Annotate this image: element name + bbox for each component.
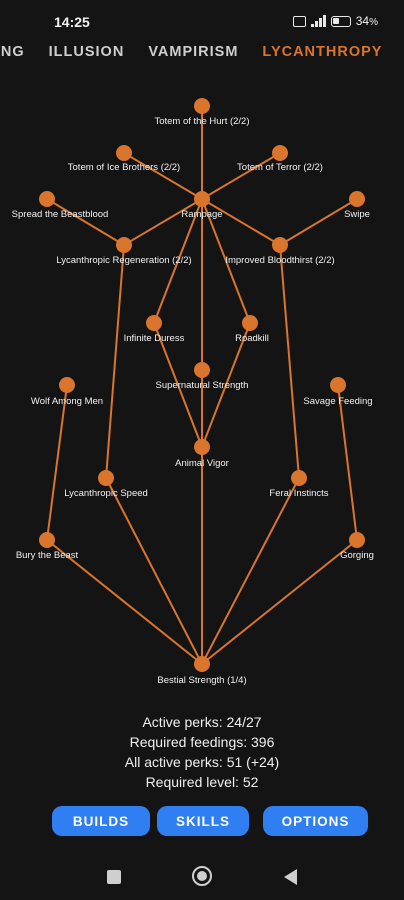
options-button[interactable]: OPTIONS [263, 806, 368, 836]
required-level-text: Required level: 52 [145, 774, 259, 790]
perk-connection-line [201, 152, 281, 200]
perk-connection-line [279, 244, 300, 479]
perk-label: Infinite Duress [124, 333, 185, 344]
perk-connection-line [123, 152, 203, 200]
perk-label: Roadkill [235, 333, 269, 344]
perk-node[interactable] [194, 439, 210, 455]
tab-lycanthropy[interactable]: LYCANTHROPY [262, 44, 383, 60]
perk-connection-line [123, 198, 203, 246]
perk-connection-line [337, 384, 358, 541]
perk-node[interactable] [272, 145, 288, 161]
perk-node[interactable] [194, 98, 210, 114]
perk-node[interactable] [194, 191, 210, 207]
perk-node[interactable] [194, 362, 210, 378]
builds-button[interactable]: BUILDS [52, 806, 150, 836]
perk-label: Improved Bloodthirst (2/2) [225, 255, 334, 266]
perk-label: Totem of the Hurt (2/2) [154, 116, 249, 127]
perk-node[interactable] [194, 656, 210, 672]
all-active-perks-text: All active perks: 51 (+24) [124, 754, 280, 770]
perk-connection-line [46, 384, 68, 541]
perk-label: Rampage [181, 209, 222, 220]
tab-illusion[interactable]: ILLUSION [48, 44, 125, 60]
home-icon[interactable] [192, 866, 212, 886]
perk-label: Spread the Beastblood [12, 209, 109, 220]
status-time: 14:25 [54, 14, 90, 30]
perk-connection-line [201, 477, 300, 665]
perk-node[interactable] [272, 237, 288, 253]
recents-icon[interactable] [107, 870, 121, 884]
battery-level: 34% [355, 14, 378, 28]
perk-node[interactable] [146, 315, 162, 331]
perk-node[interactable] [116, 237, 132, 253]
perk-stats: Active perks: 24/27 Required feedings: 3… [0, 712, 404, 792]
perk-connection-line [279, 198, 358, 246]
status-bar: 14:25 34% [0, 0, 404, 44]
navigation-bar [0, 850, 404, 900]
perk-label: Totem of Ice Brothers (2/2) [68, 162, 180, 173]
perk-node[interactable] [330, 377, 346, 393]
perk-node[interactable] [349, 191, 365, 207]
perk-node[interactable] [291, 470, 307, 486]
action-buttons: BUILDS SKILLS OPTIONS [0, 806, 404, 836]
perk-node[interactable] [98, 470, 114, 486]
perk-label: Feral Instincts [269, 488, 328, 499]
perk-connection-line [201, 539, 358, 665]
perk-labels: Totem of the Hurt (2/2) Totem of Ice Brot… [12, 116, 374, 686]
perk-label: Savage Feeding [303, 396, 372, 407]
signal-icon [310, 15, 326, 27]
perk-connection-line [153, 322, 203, 448]
perk-node[interactable] [116, 145, 132, 161]
perk-connection-line [105, 244, 125, 479]
perk-connection-line [201, 322, 251, 448]
perk-label: Gorging [340, 550, 374, 561]
perk-label: Animal Vigor [175, 458, 229, 469]
perk-label: Lycanthropic Regeneration (2/2) [56, 255, 191, 266]
perk-node[interactable] [242, 315, 258, 331]
required-feedings-text: Required feedings: 396 [129, 734, 275, 750]
perk-connection-line [153, 198, 203, 324]
skills-button[interactable]: SKILLS [157, 806, 249, 836]
back-icon[interactable] [284, 869, 297, 885]
tab-alteration-partial[interactable]: TING [0, 44, 25, 60]
perk-label: Totem of Terror (2/2) [237, 162, 323, 173]
perk-connection-line [105, 477, 203, 665]
active-perks-text: Active perks: 24/27 [142, 714, 262, 730]
perk-connection-line [201, 198, 251, 324]
perk-label: Lycanthropic Speed [64, 488, 148, 499]
perk-connection-line [201, 198, 281, 246]
status-icons: 34% [292, 14, 378, 28]
perk-connection-line [46, 539, 203, 665]
perk-node[interactable] [39, 191, 55, 207]
perk-label: Wolf Among Men [31, 396, 103, 407]
battery-icon [330, 15, 351, 27]
perk-label: Bury the Beast [16, 550, 79, 561]
perk-label: Supernatural Strength [156, 380, 249, 391]
perk-node[interactable] [59, 377, 75, 393]
perk-node[interactable] [349, 532, 365, 548]
skill-tabs: TING ILLUSION VAMPIRISM LYCANTHROPY [0, 44, 382, 70]
perk-label: Swipe [344, 209, 370, 220]
perk-connection-line [46, 198, 125, 246]
perk-nodes [39, 98, 365, 672]
perk-label: Bestial Strength (1/4) [157, 675, 246, 686]
tab-vampirism[interactable]: VAMPIRISM [148, 44, 239, 60]
perk-connections [46, 106, 358, 665]
perk-node[interactable] [39, 532, 55, 548]
sim-icon [292, 15, 306, 27]
